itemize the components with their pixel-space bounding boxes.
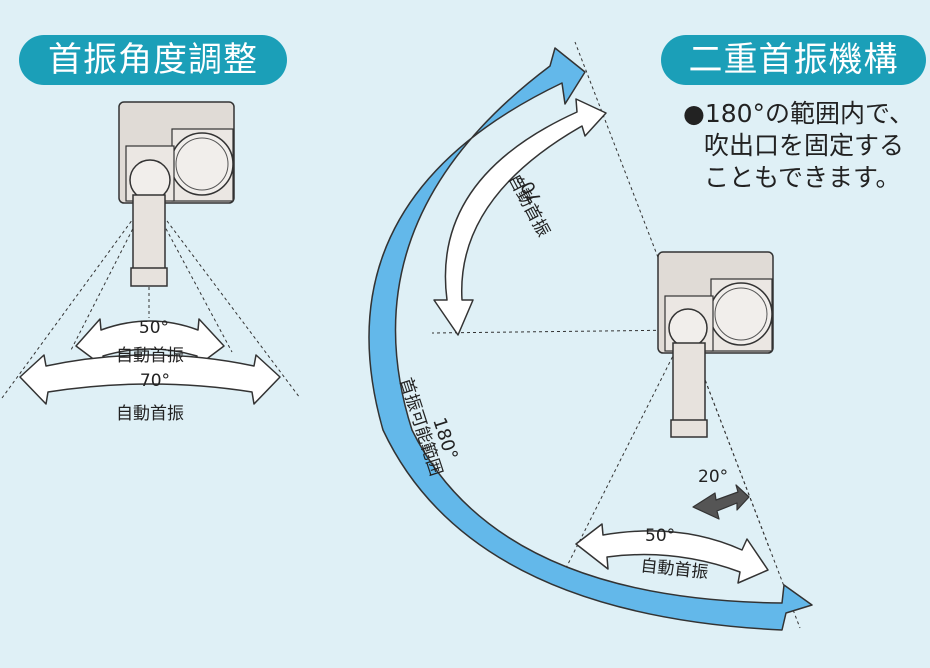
offset-20-arrow [692,484,750,520]
left-fan-unit [118,101,235,287]
note-line-2: 吹出口を固定する [704,131,905,160]
lower-50-swing-arrow [575,523,769,584]
range-180-arrow [368,47,813,631]
right-fan-unit [657,251,774,438]
left-outer-swing-arrow [19,354,281,405]
note-line-1: ●180°の範囲内で、 [683,99,915,128]
left-outer-angle: 70° [140,371,170,391]
left-title: 首振角度調整 [48,40,258,80]
offset-20-angle: 20° [698,467,728,487]
left-outer-label: 自動首振 [116,404,184,424]
right-title: 二重首振機構 [688,40,899,80]
note-line-3: こともできます。 [704,163,901,192]
right-title-badge: 二重首振機構 [661,35,926,85]
feature-note: ●180°の範囲内で、 吹出口を固定する こともできます。 [683,98,928,194]
left-inner-swing-arrow [75,318,225,368]
right-guide-lines [431,41,801,629]
left-inner-angle: 50° [139,318,169,338]
left-title-badge: 首振角度調整 [19,35,287,85]
upper-70-swing-arrow [433,98,607,336]
lower-50-angle: 50° [645,526,675,546]
left-inner-label: 自動首振 [116,346,184,366]
bullet-icon: ● [683,99,705,128]
